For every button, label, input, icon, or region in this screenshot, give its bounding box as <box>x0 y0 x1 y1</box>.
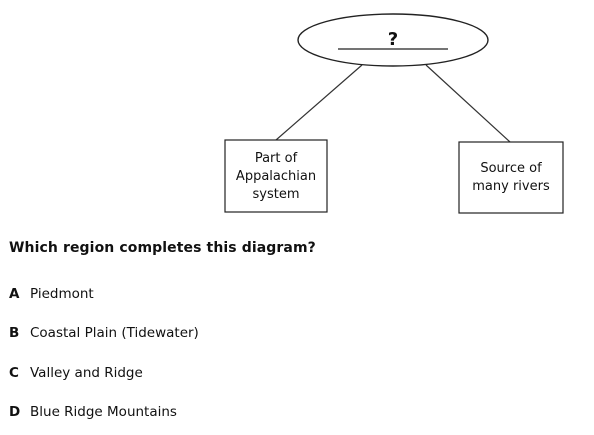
unknown-region-ellipse <box>297 13 489 67</box>
choice-a[interactable]: A Piedmont <box>9 286 94 302</box>
choice-a-text: Piedmont <box>30 286 94 302</box>
choice-c[interactable]: C Valley and Ridge <box>9 365 143 381</box>
region-diagram: ? Part of Appalachian system Source of m… <box>224 13 564 214</box>
connector-right <box>425 64 511 143</box>
unknown-region-mark: ? <box>388 29 398 50</box>
choice-b-letter: B <box>9 325 20 341</box>
right-box-line-2: many rivers <box>472 179 550 194</box>
choice-b[interactable]: B Coastal Plain (Tidewater) <box>9 325 199 341</box>
left-box-line-3: system <box>253 187 300 202</box>
question-text: Which region completes this diagram? <box>9 240 316 256</box>
choice-c-letter: C <box>9 365 19 381</box>
choice-b-text: Coastal Plain (Tidewater) <box>30 325 199 341</box>
right-box-line-1: Source of <box>480 161 542 176</box>
connector-left <box>275 64 363 141</box>
left-box <box>224 139 328 213</box>
choice-c-text: Valley and Ridge <box>30 365 143 381</box>
choice-d[interactable]: D Blue Ridge Mountains <box>9 404 177 420</box>
choice-d-letter: D <box>9 404 21 420</box>
choice-d-text: Blue Ridge Mountains <box>30 404 177 420</box>
left-box-line-2: Appalachian <box>236 169 316 184</box>
left-box-line-1: Part of <box>255 151 298 166</box>
right-box <box>458 141 564 214</box>
choice-a-letter: A <box>9 286 20 302</box>
